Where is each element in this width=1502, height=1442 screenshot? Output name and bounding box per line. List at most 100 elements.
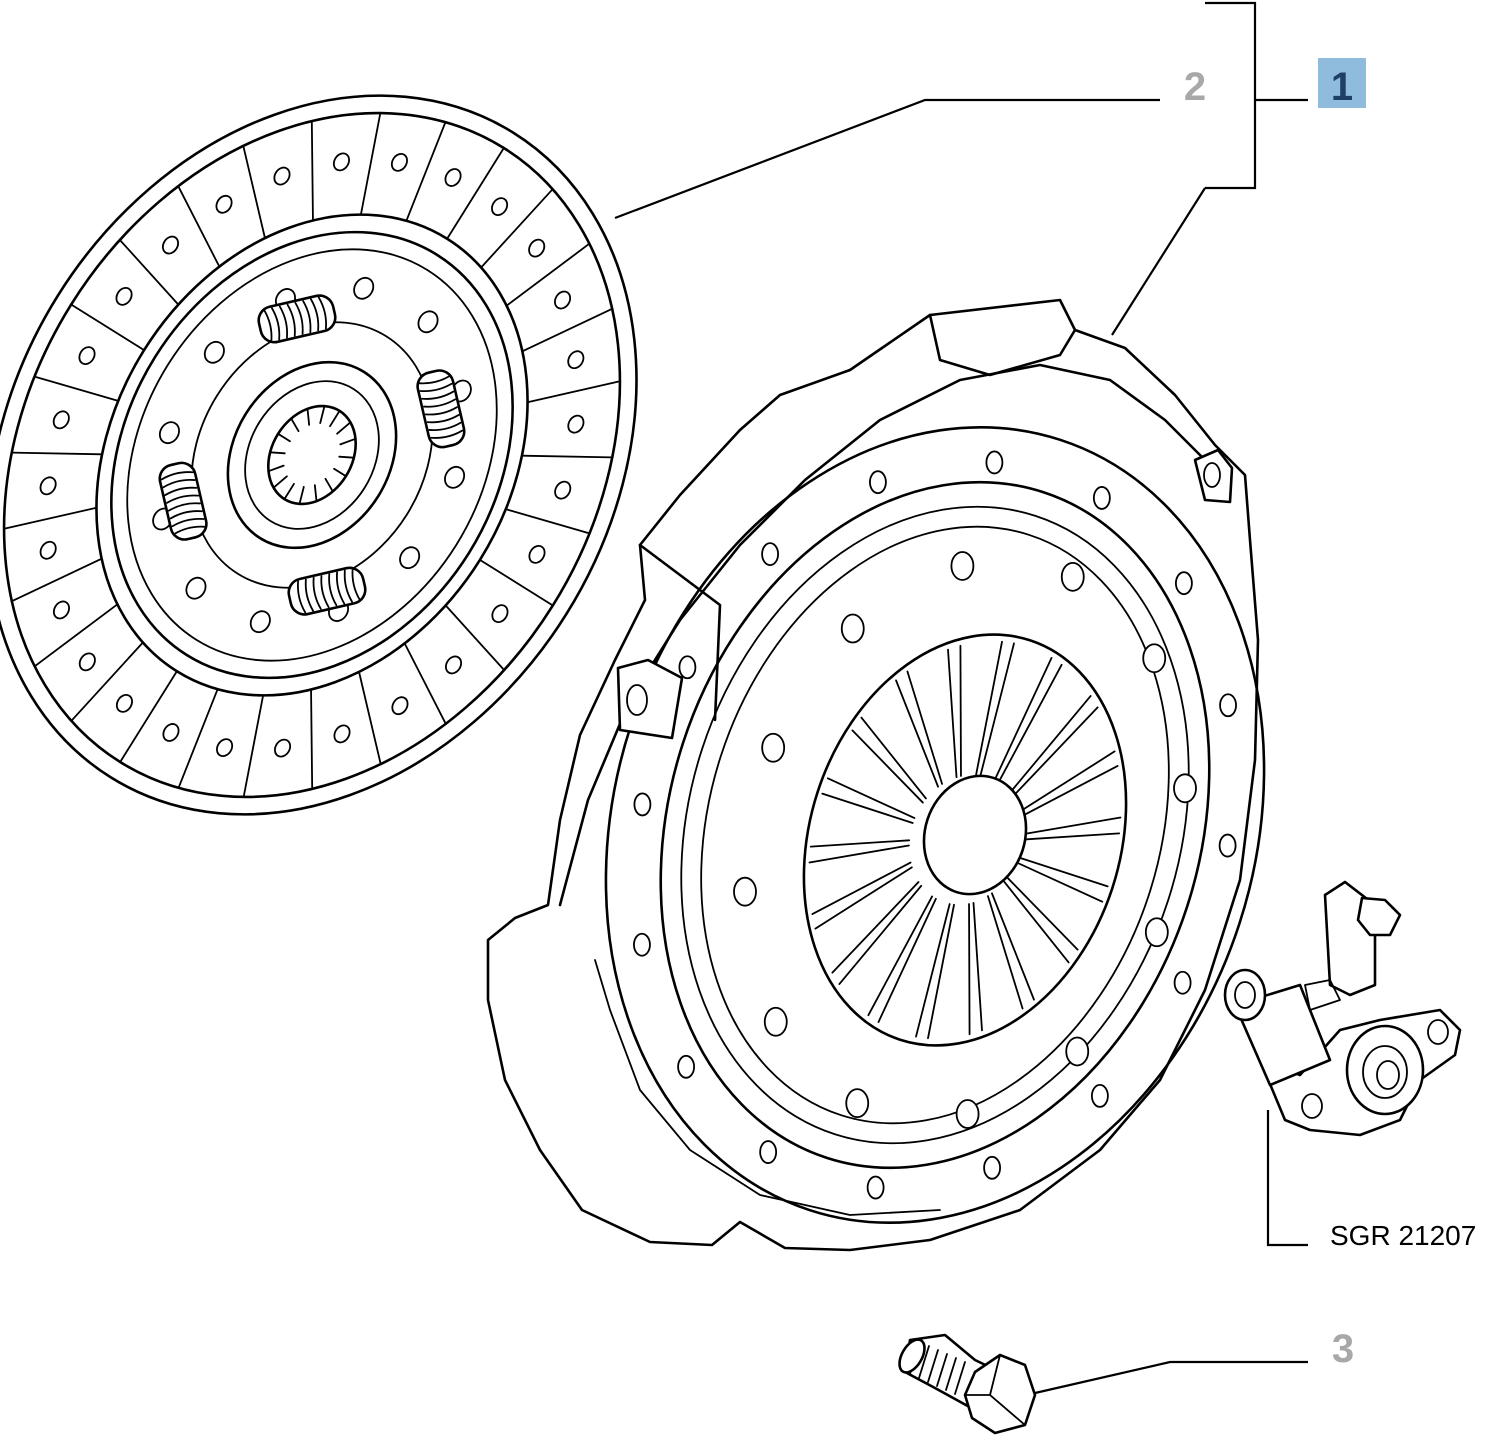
plate-bolt-hole — [840, 613, 865, 644]
flange-hole — [678, 655, 697, 680]
spring-coil — [294, 301, 304, 335]
hub-rivet — [185, 576, 207, 600]
friction-divider — [444, 604, 506, 671]
flange-hole — [759, 1140, 778, 1164]
plate-bolt-hole — [955, 1099, 980, 1129]
spring-housing — [287, 566, 367, 616]
friction-divider — [70, 303, 145, 351]
rivet-hole — [567, 350, 585, 370]
hub-rivet — [249, 610, 271, 634]
flange-hole — [985, 450, 1004, 475]
flange-hole — [1173, 970, 1192, 995]
rivet-hole — [444, 655, 463, 675]
hub-rivet — [444, 465, 466, 489]
spring-housing — [158, 461, 208, 541]
hub-spline — [277, 432, 291, 443]
bolt — [898, 1333, 1037, 1435]
hub-spline — [319, 405, 326, 424]
diaphragm-finger — [1016, 856, 1109, 888]
spring-coil — [310, 298, 320, 332]
clutch-disc — [0, 94, 638, 816]
diaphragm-finger-edge — [979, 642, 1015, 777]
flange-hole — [633, 792, 652, 817]
diaphragm-finger-edge — [811, 861, 912, 916]
rivet-hole — [52, 410, 70, 430]
spring-coil — [312, 576, 322, 610]
release-bearing — [1223, 880, 1462, 1137]
flange-hole — [1219, 693, 1237, 718]
rivet-hole — [528, 238, 546, 258]
diaphragm-finger — [993, 657, 1053, 783]
hub-rivet — [158, 421, 180, 445]
plate-bolt-hole — [1065, 1036, 1090, 1067]
spring-coil — [286, 303, 296, 337]
friction-divider — [242, 145, 266, 240]
spring-coil — [171, 517, 205, 528]
diaphragm-finger — [1007, 695, 1092, 796]
diaphragm-finger-edge — [1018, 764, 1119, 819]
friction-divider — [10, 451, 103, 456]
spring-coil — [164, 486, 198, 496]
diaphragm-finger-edge — [968, 903, 971, 1036]
callout-1-label: 1 — [1331, 65, 1353, 109]
spring-coil — [302, 300, 312, 334]
plate-bolt-hole — [733, 876, 757, 907]
damper-spring — [416, 369, 466, 449]
rivet-hole — [528, 545, 546, 564]
plate-bolt-hole — [763, 1006, 788, 1037]
rivet-hole — [444, 168, 462, 187]
spring-coil — [426, 414, 460, 424]
flange-hole — [1175, 571, 1193, 596]
callout-2-label: 2 — [1184, 65, 1206, 109]
flange-hole — [866, 1175, 885, 1200]
friction-divider — [526, 380, 621, 404]
spring-coil — [304, 578, 314, 612]
plate-bolt-hole — [761, 732, 786, 763]
plate-bolt-hole — [1142, 643, 1167, 674]
flange-hole — [1090, 1083, 1109, 1108]
spring-coil — [343, 569, 353, 603]
rivet-hole — [391, 696, 409, 716]
diaphragm-finger — [814, 866, 913, 930]
leader-lines — [614, 1, 1308, 1395]
diaphragm-finger-edge — [997, 663, 1063, 785]
diaphragm-finger — [838, 884, 923, 985]
friction-divider — [505, 242, 591, 307]
diaphragm-finger-edge — [809, 839, 911, 848]
spring-coil — [423, 398, 457, 408]
diaphragm-finger-edge — [1014, 861, 1104, 903]
spring-coil — [166, 494, 200, 504]
friction-divider — [118, 239, 180, 306]
rivet-hole — [115, 286, 133, 306]
rivet-hole — [567, 414, 585, 434]
friction-divider — [33, 603, 119, 668]
diaphragm-finger — [821, 792, 914, 824]
friction-divider — [403, 642, 447, 725]
bolt-thread — [918, 1345, 930, 1379]
friction-divider — [310, 120, 314, 222]
diaphragm-finger-edge — [959, 644, 962, 777]
callout-1[interactable]: 1 — [1318, 58, 1366, 109]
rivet-hole — [491, 604, 509, 624]
diaphragm-finger-edge — [1010, 706, 1099, 799]
friction-divider — [504, 508, 591, 535]
diaphragm-finger — [851, 729, 924, 804]
diaphragm-finger-edge — [860, 716, 927, 800]
plate-bolt-hole — [1173, 773, 1197, 804]
bolt-thread — [936, 1353, 948, 1387]
plate-bolt-hole — [1060, 561, 1085, 592]
callout-2[interactable]: 2 — [1184, 65, 1206, 109]
callout-3-label: 3 — [1332, 1327, 1354, 1371]
spring-coil — [278, 305, 289, 339]
friction-divider — [358, 670, 382, 765]
rivet-hole — [333, 724, 351, 744]
plate-bolt-hole — [845, 1088, 870, 1119]
rivet-hole — [216, 738, 234, 758]
spring-housing — [416, 369, 466, 449]
spring-coil — [335, 571, 346, 605]
callout-3[interactable]: 3 — [1332, 1327, 1354, 1371]
spring-coil — [424, 406, 458, 416]
friction-divider — [3, 506, 98, 530]
